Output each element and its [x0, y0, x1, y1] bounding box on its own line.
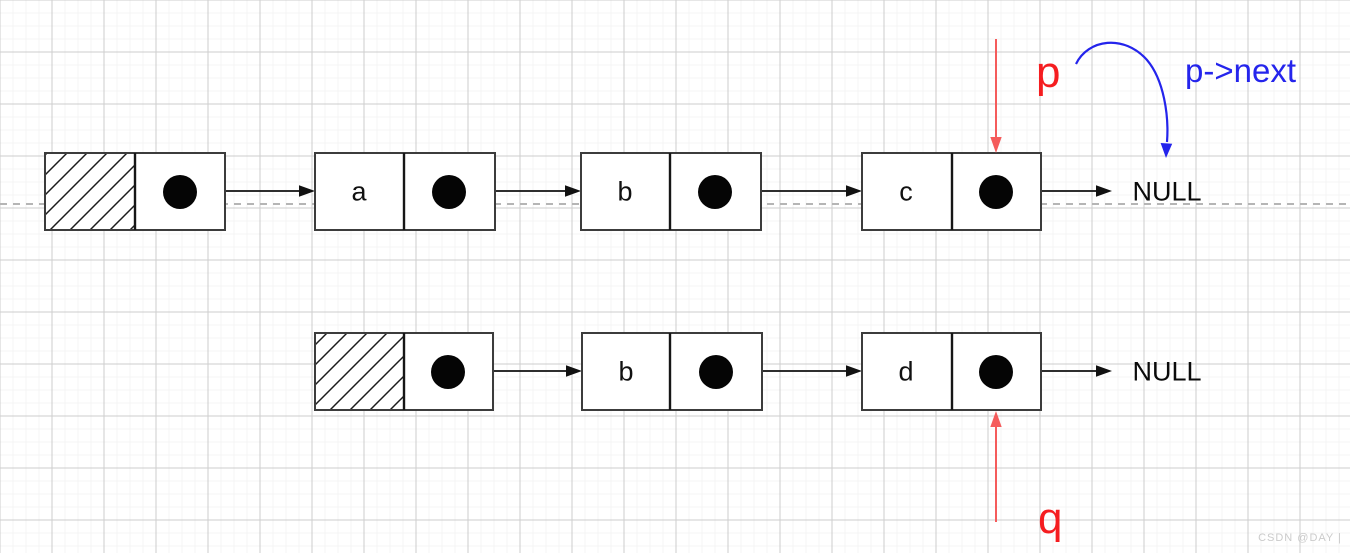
pointer-dot [163, 175, 197, 209]
pointer-dot [432, 175, 466, 209]
top-node-a: a [314, 152, 496, 231]
p-next-curve-arrow [1075, 41, 1173, 158]
p-next-label: p->next [1185, 52, 1296, 89]
q-label: q [1038, 494, 1062, 543]
next-arrow [762, 185, 862, 197]
null-arrow [1042, 365, 1112, 377]
node-box [581, 332, 763, 411]
head-hatch-cell [46, 154, 135, 229]
node-label: c [899, 176, 913, 206]
node-label: b [618, 356, 633, 386]
bottom-head-node [314, 332, 494, 411]
pointer-p-arrow [990, 39, 1002, 153]
pointer-dot [979, 175, 1013, 209]
pointer-dot [698, 175, 732, 209]
p-label: p [1036, 48, 1060, 97]
top-node-b: b [580, 152, 762, 231]
null-label-bottom: NULL [1132, 356, 1201, 386]
pointer-dot [431, 355, 465, 389]
node-label: a [351, 176, 367, 206]
next-arrow [226, 185, 315, 197]
pointer-dot [979, 355, 1013, 389]
node-label: b [617, 176, 632, 206]
next-arrow [494, 365, 582, 377]
node-label: d [898, 356, 913, 386]
top-node-c: c [861, 152, 1042, 231]
null-label-top: NULL [1132, 176, 1201, 206]
bottom-node-b: b [581, 332, 763, 411]
bottom-node-d: d [861, 332, 1042, 411]
head-hatch-cell [316, 334, 404, 409]
top-head-node [44, 152, 226, 231]
pointer-q-arrow [990, 411, 1002, 522]
watermark: CSDN @DAY | [1258, 532, 1342, 544]
next-arrow [763, 365, 862, 377]
pointer-dot [699, 355, 733, 389]
null-arrow [1042, 185, 1112, 197]
next-arrow [496, 185, 581, 197]
